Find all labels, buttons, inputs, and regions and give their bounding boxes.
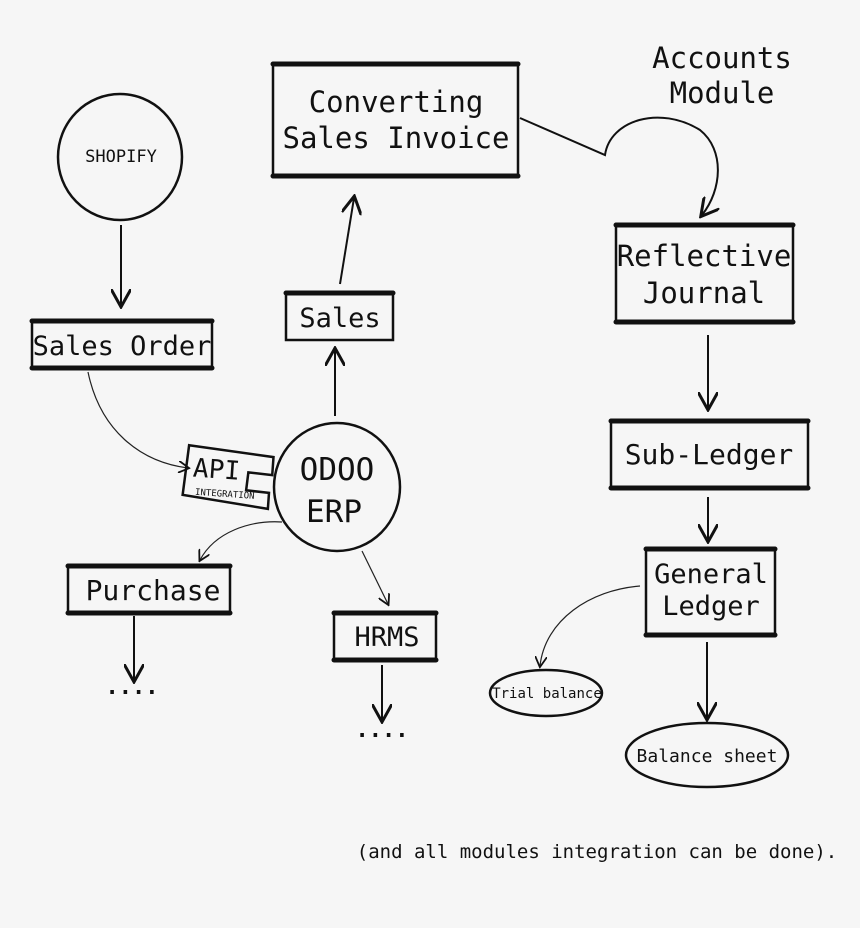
arrow-sales-converting <box>339 198 354 285</box>
svg-text:Journal: Journal <box>643 276 765 310</box>
converting-label: Converting <box>309 85 484 119</box>
purchase-continuation: .... <box>106 675 159 700</box>
arrow-odoo-purchase <box>200 521 283 560</box>
api-label: API <box>192 454 241 487</box>
general-ledger-node: General Ledger <box>643 546 778 638</box>
svg-text:HRMS: HRMS <box>354 622 419 653</box>
arrow-converting-journal <box>519 116 718 215</box>
hrms-node: HRMS <box>331 610 439 663</box>
svg-text:Reflective: Reflective <box>617 239 792 273</box>
sales-invoice-label: Sales Invoice <box>283 121 510 155</box>
api-integration-node: API INTEGRATION <box>181 443 275 511</box>
converting-sales-invoice-node: Converting Sales Invoice <box>270 61 521 179</box>
svg-text:Ledger: Ledger <box>662 591 760 622</box>
balance-sheet-node: Balance sheet <box>624 721 790 789</box>
arrow-odoo-hrms <box>361 550 388 604</box>
svg-text:Balance sheet: Balance sheet <box>637 746 778 767</box>
odoo-erp-node: ODOO ERP <box>272 421 402 553</box>
footnote: (and all modules integration can be done… <box>357 841 837 863</box>
arrow-general-trial <box>540 585 641 666</box>
sales-node: Sales <box>283 290 396 342</box>
hrms-continuation: .... <box>356 718 409 743</box>
svg-text:General: General <box>654 559 768 590</box>
sales-label: Sales <box>299 303 380 334</box>
erp-label: ERP <box>306 494 362 530</box>
svg-text:Sub-Ledger: Sub-Ledger <box>625 438 794 471</box>
purchase-node: Purchase <box>65 563 233 616</box>
sub-ledger-node: Sub-Ledger <box>608 418 811 491</box>
accounts-module-label: Accounts Module <box>652 41 792 110</box>
svg-text:Trial balance: Trial balance <box>492 686 602 702</box>
svg-text:Accounts: Accounts <box>652 41 792 75</box>
svg-text:Purchase: Purchase <box>86 574 221 607</box>
shopify-node: SHOPIFY <box>56 92 184 222</box>
api-sub-label: INTEGRATION <box>195 488 255 502</box>
odoo-label: ODOO <box>300 452 375 488</box>
sales-order-label: Sales Order <box>33 331 212 362</box>
reflective-journal-node: Reflective Journal <box>613 222 796 325</box>
sales-order-node: Sales Order <box>29 318 215 371</box>
shopify-label: SHOPIFY <box>85 147 157 167</box>
trial-balance-node: Trial balance <box>488 668 604 718</box>
arrow-salesorder-api <box>87 371 188 468</box>
svg-text:Module: Module <box>670 76 775 110</box>
